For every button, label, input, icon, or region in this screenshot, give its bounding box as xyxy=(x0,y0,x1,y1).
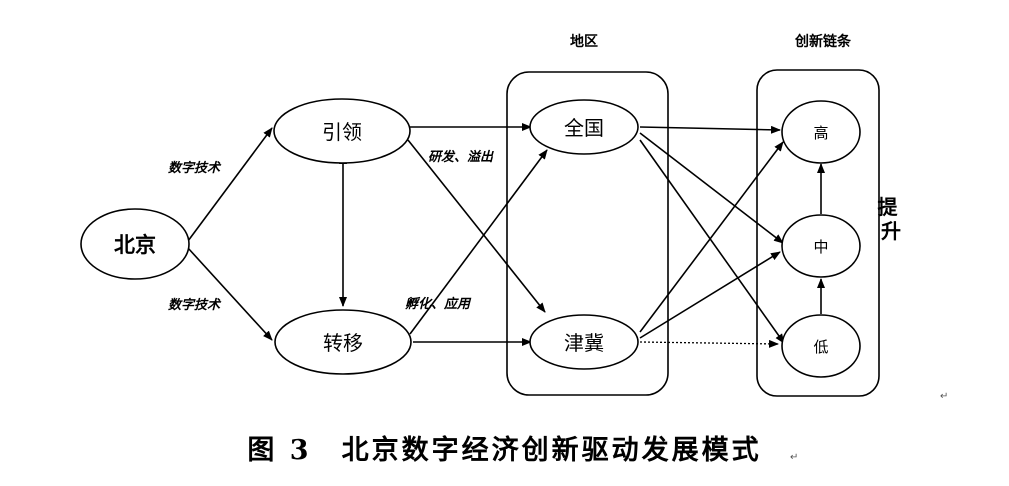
edge-label-rnd-spill: 研发、溢出 xyxy=(428,149,494,165)
node-yinling-label: 引领 xyxy=(322,120,362,144)
edge-beijing-yinling xyxy=(187,127,273,242)
node-di xyxy=(781,314,861,378)
region-group-title: 地区 xyxy=(570,33,598,50)
side-label-char: 提 xyxy=(878,195,899,219)
region-group-box xyxy=(506,71,669,396)
edge-beijing-zhuanyi xyxy=(187,247,273,341)
edge-label-incubate-apply: 孵化、应用 xyxy=(405,296,472,312)
node-gao xyxy=(781,100,861,164)
innovation-driven-model-diagram: 地区 创新链条 北京 引领 转移 全国 津冀 高 中 低 数字技术 数 xyxy=(80,33,905,397)
node-quanguo xyxy=(529,99,639,155)
edge-zhuanyi-quanguo xyxy=(409,149,548,335)
edge-label-tech-top: 数字技术 xyxy=(168,160,222,176)
node-gao-label: 高 xyxy=(813,124,828,142)
edge-jinji-zhong xyxy=(639,251,781,339)
side-label-char: 升 xyxy=(881,219,901,243)
node-zhong-label: 中 xyxy=(813,238,828,256)
edge-yinling-jinji xyxy=(407,139,546,313)
node-zhuanyi xyxy=(274,309,412,375)
node-beijing xyxy=(80,208,190,280)
chain-group-title: 创新链条 xyxy=(794,33,852,50)
edge-label-tech-bottom: 数字技术 xyxy=(168,297,222,313)
node-zhong xyxy=(781,214,861,278)
figure-caption: 图 3 北京数字经济创新驱动发展模式 xyxy=(247,435,762,466)
node-zhuanyi-label: 转移 xyxy=(323,331,363,355)
node-quanguo-label: 全国 xyxy=(564,116,604,140)
node-beijing-label: 北京 xyxy=(114,233,156,257)
paragraph-mark-caption: ↵ xyxy=(790,452,799,463)
edge-jinji-gao xyxy=(639,141,784,333)
node-jinji-label: 津冀 xyxy=(564,331,604,355)
side-label-upgrade: 提 升 xyxy=(878,195,905,243)
node-jinji xyxy=(529,314,639,370)
edge-jinji-di-dotted xyxy=(639,339,779,348)
edge-quanguo-di xyxy=(639,139,785,344)
node-yinling xyxy=(273,98,411,164)
chain-group-box xyxy=(756,69,880,397)
edge-quanguo-gao xyxy=(639,125,781,134)
node-di-label: 低 xyxy=(813,338,828,356)
paragraph-mark-top: ↵ xyxy=(940,391,949,402)
edge-quanguo-zhong xyxy=(639,132,784,244)
